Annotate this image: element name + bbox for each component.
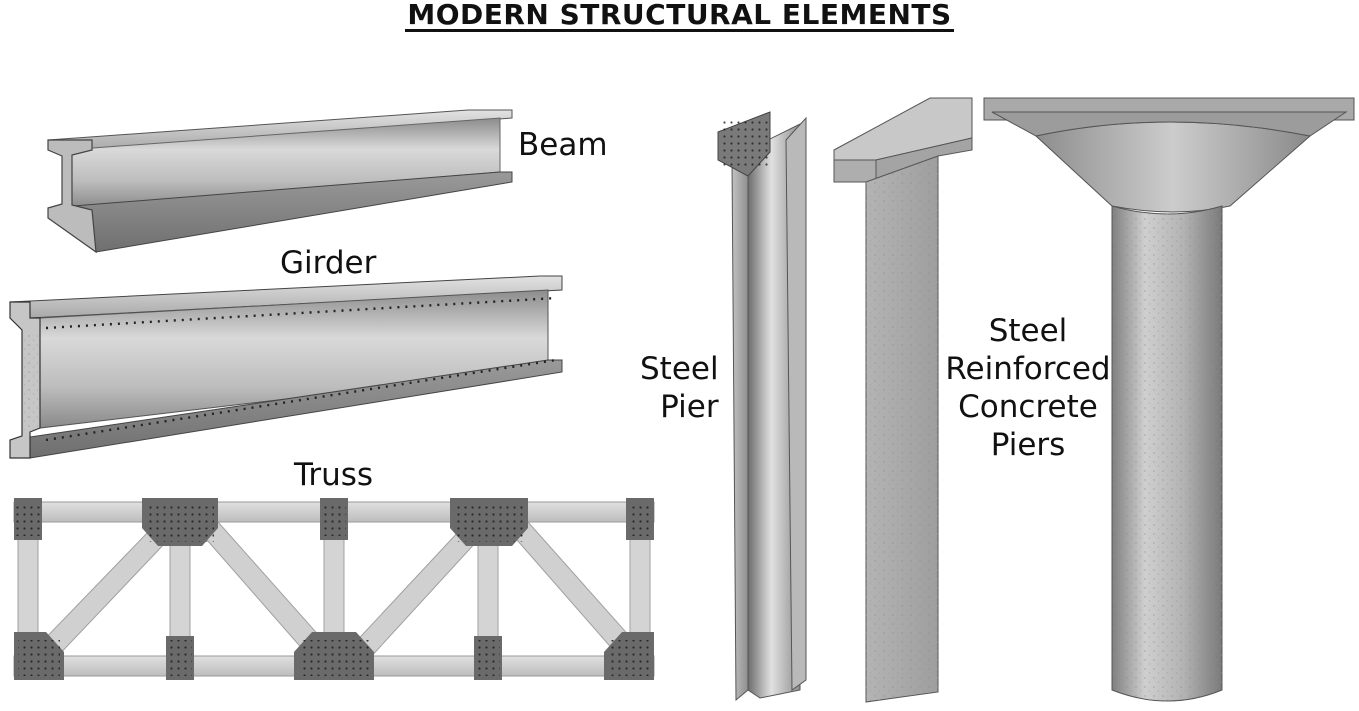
steel-pier-label: Steel Pier <box>640 350 719 426</box>
round-pier-texture <box>1112 206 1222 701</box>
concrete-piers-label-line-2: Reinforced <box>945 351 1111 387</box>
beam-end-section <box>47 139 97 254</box>
steel-pier-illustration <box>717 111 807 702</box>
concrete-piers-label: Steel Reinforced Concrete Piers <box>944 312 1112 464</box>
girder-label: Girder <box>280 244 376 282</box>
steel-pier-label-line-2: Pier <box>660 389 719 425</box>
page-title: MODERN STRUCTURAL ELEMENTS <box>0 0 1359 32</box>
concrete-piers-label-line-3: Concrete <box>958 389 1098 425</box>
girder-illustration <box>9 275 563 459</box>
girder-rivet-row-top <box>45 296 557 330</box>
steel-pier-left-flange <box>731 149 749 702</box>
truss-label: Truss <box>294 456 373 494</box>
steel-pier-right-flange <box>785 116 807 691</box>
steel-pier-cap-rivets <box>720 118 768 170</box>
beam-illustration <box>47 109 513 254</box>
square-pier-shaft-texture <box>866 156 938 702</box>
page-title-text: MODERN STRUCTURAL ELEMENTS <box>405 0 954 32</box>
girder-label-text: Girder <box>280 245 377 281</box>
square-pier-illustration <box>833 97 973 703</box>
beam-label: Beam <box>518 126 608 164</box>
truss-label-text: Truss <box>294 457 374 493</box>
steel-pier-label-line-1: Steel <box>640 351 719 387</box>
concrete-piers-label-line-4: Piers <box>990 427 1066 463</box>
truss-rivets <box>16 502 652 676</box>
truss-illustration <box>13 498 655 680</box>
round-pier-illustration <box>983 97 1355 702</box>
round-pier-flare <box>1034 121 1312 213</box>
girder-end-hatch <box>24 332 38 430</box>
square-pier-cap-front <box>833 159 877 183</box>
concrete-piers-label-line-1: Steel <box>988 313 1068 349</box>
beam-label-text: Beam <box>518 127 608 163</box>
round-pier-flare-outer <box>991 111 1348 137</box>
